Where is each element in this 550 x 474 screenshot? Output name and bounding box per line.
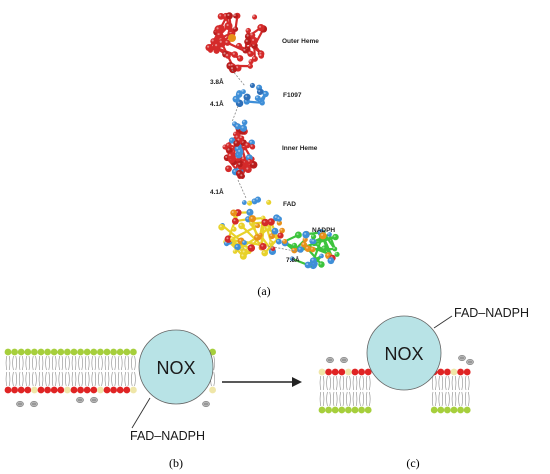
fad-nadph-pointer-c xyxy=(433,315,453,329)
fad-label: FAD xyxy=(283,201,296,208)
fad-nadph-pointer-b xyxy=(131,397,151,429)
nox-protein-c xyxy=(366,315,442,391)
panel-a-caption: (a) xyxy=(257,284,270,298)
distance-label-2: 4.1Å xyxy=(210,99,224,108)
inner-heme-label: Inner Heme xyxy=(282,145,318,152)
nox-label-c: NOX xyxy=(384,344,423,364)
fad-nadph-label-b: FAD–NADPH xyxy=(130,429,205,443)
inner-heme-molecule xyxy=(222,119,258,180)
distance-label-4: 7.8Å xyxy=(286,255,300,264)
panel-bc-membranes: FAD–NADPH FAD–NADPH (b) (c) NOX NOX xyxy=(4,306,529,470)
nadph-molecule xyxy=(281,229,340,270)
distance-lines xyxy=(231,69,301,253)
panel-a-structure: Outer Heme F1097 Inner Heme FAD NADPH 3.… xyxy=(205,12,340,298)
outer-heme-molecule xyxy=(205,12,268,74)
nox-label-b: NOX xyxy=(156,358,195,378)
transition-arrow xyxy=(222,377,302,387)
membrane-panel-b xyxy=(4,348,217,407)
f1097-molecule xyxy=(232,82,269,108)
nox-protein-b xyxy=(138,329,214,405)
panel-b-caption: (b) xyxy=(169,456,183,470)
fad-molecule xyxy=(218,196,285,260)
panel-c-caption: (c) xyxy=(406,456,419,470)
outer-heme-label: Outer Heme xyxy=(282,38,319,45)
fad-nadph-label-c: FAD–NADPH xyxy=(454,306,529,320)
membrane-panel-c xyxy=(318,355,474,414)
f1097-label: F1097 xyxy=(283,92,302,99)
distance-label-3: 4.1Å xyxy=(210,187,224,196)
distance-label-1: 3.8Å xyxy=(210,77,224,86)
nadph-label: NADPH xyxy=(312,227,335,234)
